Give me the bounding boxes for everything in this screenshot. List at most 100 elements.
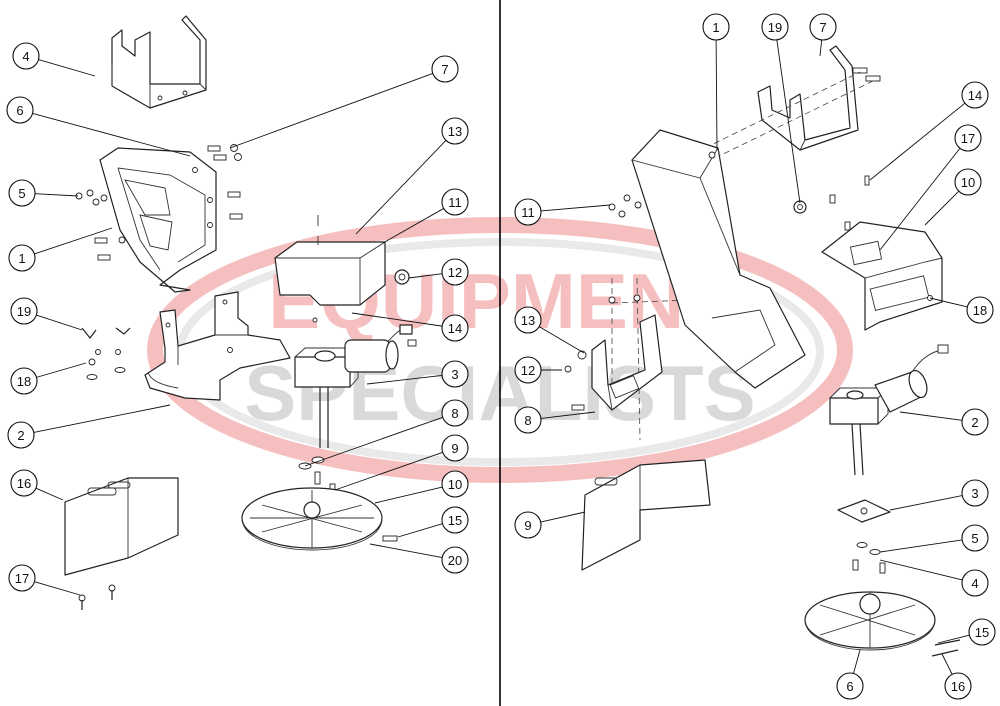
left-callout-circle-4 [12, 42, 40, 70]
right-callout-label-8: 8 [524, 413, 531, 428]
left-callout-circle-12 [441, 258, 469, 286]
right-callout-label-15: 15 [975, 625, 989, 640]
left-leader-13 [355, 140, 447, 235]
left-leader-15 [397, 523, 443, 538]
right-callout-label-7: 7 [819, 20, 826, 35]
right-callout-circle-4 [961, 569, 989, 597]
right-callout-label-1: 1 [712, 20, 719, 35]
left-leader-7 [229, 73, 433, 149]
right-callout-circle-8 [514, 406, 542, 434]
left-callout-circle-11 [441, 188, 469, 216]
right-callout-circle-5 [961, 524, 989, 552]
right-leader-10 [924, 190, 960, 226]
right-callout-circle-14 [961, 81, 989, 109]
left-leader-4 [38, 59, 96, 77]
left-assembly [64, 15, 417, 610]
left-callout-label-8: 8 [451, 406, 458, 421]
left-leader-17 [34, 581, 81, 596]
left-callout-circle-8 [441, 399, 469, 427]
right-callout-circle-18 [966, 296, 994, 324]
left-callout-label-1: 1 [18, 251, 25, 266]
left-leader-12 [408, 273, 443, 279]
right-callout-circle-2 [961, 408, 989, 436]
left-leader-10 [374, 486, 443, 504]
left-callout-circle-17 [8, 564, 36, 592]
left-callout-label-4: 4 [22, 49, 29, 64]
left-leader-8 [304, 416, 443, 467]
motor-cover-part-10 [821, 175, 943, 331]
chute-part-1 [631, 129, 806, 389]
right-callout-circle-13 [514, 306, 542, 334]
left-callout-label-14: 14 [448, 321, 462, 336]
bolts-part-17 [78, 584, 116, 610]
left-leader-11 [382, 208, 444, 244]
right-leader-6 [853, 649, 861, 674]
right-callout-label-14: 14 [968, 88, 982, 103]
right-callout-circle-17 [954, 124, 982, 152]
right-callout-circle-15 [968, 618, 996, 646]
right-callout-label-17: 17 [961, 131, 975, 146]
left-leader-2 [33, 404, 171, 433]
left-callout-label-11: 11 [448, 195, 462, 210]
deflector-part-9 [581, 459, 711, 571]
left-callout-label-15: 15 [448, 513, 462, 528]
clips-part-19 [81, 327, 131, 380]
left-leader-5 [34, 193, 79, 197]
right-callout-circle-16 [944, 672, 972, 700]
left-callout-label-12: 12 [448, 265, 462, 280]
right-leader-7 [819, 39, 823, 57]
left-callout-label-9: 9 [451, 441, 458, 456]
bracket-part-8 [564, 294, 663, 411]
right-leader-18 [929, 297, 968, 308]
right-leader-5 [879, 539, 963, 553]
deflector-part-16 [64, 477, 179, 576]
right-leader-9 [540, 511, 586, 523]
right-callout-label-2: 2 [971, 415, 978, 430]
right-callout-circle-10 [954, 168, 982, 196]
right-leader-19 [776, 39, 801, 204]
spinner-disc-part-20 [241, 487, 398, 551]
left-callout-circle-9 [441, 434, 469, 462]
spinner-disc-part-6 [804, 591, 961, 657]
right-callout-label-6: 6 [846, 679, 853, 694]
right-leader-1 [715, 39, 718, 151]
left-callout-label-17: 17 [15, 571, 29, 586]
left-leader-6 [32, 112, 191, 157]
left-callout-circle-18 [10, 367, 38, 395]
bolts-part-11 [608, 194, 851, 231]
gearbox-motor-part-2 [829, 344, 949, 476]
right-callout-label-5: 5 [971, 531, 978, 546]
left-callout-circle-7 [431, 55, 459, 83]
left-callout-circle-6 [6, 96, 34, 124]
left-callout-circle-5 [8, 179, 36, 207]
right-callout-circle-1 [702, 13, 730, 41]
right-leader-2 [899, 411, 963, 421]
right-callout-label-9: 9 [524, 518, 531, 533]
left-callout-circle-2 [7, 421, 35, 449]
mount-plate-part-2 [144, 291, 291, 401]
left-callout-label-6: 6 [16, 103, 23, 118]
right-callout-label-16: 16 [951, 679, 965, 694]
left-callout-label-20: 20 [448, 553, 462, 568]
left-callout-circle-3 [441, 360, 469, 388]
right-callout-label-12: 12 [521, 363, 535, 378]
grommet-part-19 [793, 200, 807, 214]
right-callout-circle-11 [514, 198, 542, 226]
left-leader-20 [369, 543, 443, 559]
right-callout-circle-7 [809, 13, 837, 41]
right-callout-label-18: 18 [973, 303, 987, 318]
right-assembly [564, 45, 961, 657]
right-leader-13 [538, 326, 585, 354]
left-callout-label-7: 7 [441, 62, 448, 77]
hopper-shroud-part-1 [99, 147, 217, 293]
right-leader-16 [941, 653, 953, 675]
right-leader-14 [869, 102, 966, 181]
left-callout-label-19: 19 [17, 304, 31, 319]
left-callout-label-2: 2 [17, 428, 24, 443]
right-callout-circle-19 [761, 13, 789, 41]
plate-part-3 [837, 499, 891, 523]
left-leader-1 [34, 227, 113, 255]
right-callout-label-13: 13 [521, 313, 535, 328]
